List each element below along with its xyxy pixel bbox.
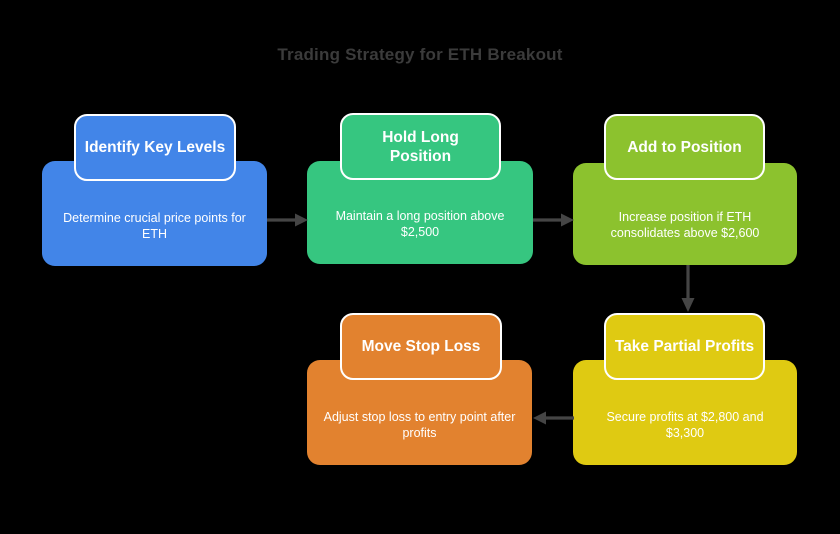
node-description-identify-key-levels: Determine crucial price points for ETH bbox=[63, 211, 246, 241]
node-title-identify-key-levels: Identify Key Levels bbox=[84, 139, 226, 156]
node-description-move-stop-loss: Adjust stop loss to entry point after pr… bbox=[323, 410, 516, 440]
connector-add-to-take bbox=[676, 264, 700, 314]
node-title-hold-long-position: Hold Long Position bbox=[382, 128, 459, 165]
node-header-hold-long-position[interactable]: Hold Long Position bbox=[340, 113, 501, 180]
node-title-take-partial-profits: Take Partial Profits bbox=[614, 338, 755, 355]
page-title: Trading Strategy for ETH Breakout bbox=[277, 45, 563, 64]
node-title-move-stop-loss: Move Stop Loss bbox=[361, 338, 481, 355]
node-header-move-stop-loss[interactable]: Move Stop Loss bbox=[340, 313, 502, 380]
node-description-take-partial-profits: Secure profits at $2,800 and $3,300 bbox=[606, 410, 764, 440]
connector-take-to-move bbox=[531, 406, 575, 430]
node-header-identify-key-levels[interactable]: Identify Key Levels bbox=[74, 114, 236, 181]
connector-identify-to-hold bbox=[266, 208, 310, 232]
node-header-add-to-position[interactable]: Add to Position bbox=[604, 114, 765, 180]
node-title-add-to-position: Add to Position bbox=[627, 138, 742, 156]
node-header-take-partial-profits[interactable]: Take Partial Profits bbox=[604, 313, 765, 380]
node-description-add-to-position: Increase position if ETH consolidates ab… bbox=[610, 210, 760, 240]
connector-hold-to-add bbox=[532, 208, 576, 232]
node-description-hold-long-position: Maintain a long position above $2,500 bbox=[335, 209, 505, 239]
node-body-add-to-position[interactable]: Increase position if ETH consolidates ab… bbox=[573, 163, 797, 265]
